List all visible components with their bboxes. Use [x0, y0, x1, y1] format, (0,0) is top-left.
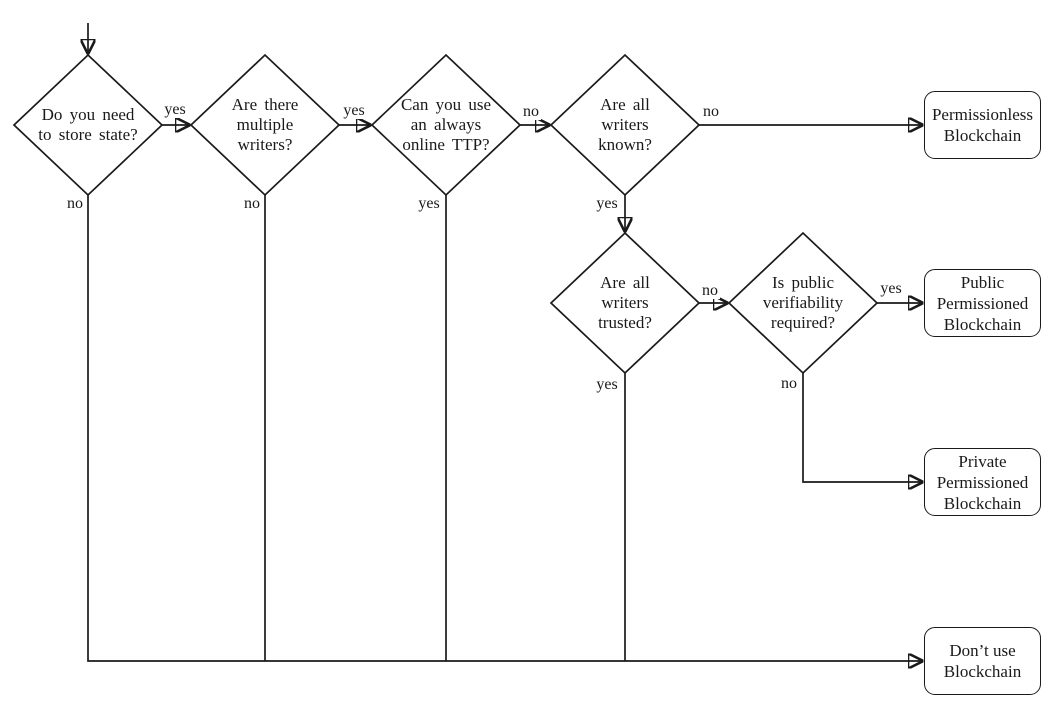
edge-label-public-verifiability-no: no	[779, 375, 799, 392]
edge-label-writers-trusted-yes: yes	[594, 376, 620, 393]
decision-label-online-ttp: Can you use an always online TTP?	[400, 95, 492, 154]
decision-label-multiple-writers: Are there multiple writers?	[231, 95, 299, 154]
decision-diamond-multiple-writers	[189, 53, 341, 197]
edge-label-writers-known-no: no	[701, 103, 721, 120]
decision-label-store-state: Do you need to store state?	[38, 105, 138, 144]
decision-label-public-verifiability: Is public verifiability required?	[762, 273, 844, 332]
decision-diamond-writers-trusted	[549, 231, 701, 375]
edge-label-store-state-yes: yes	[162, 101, 188, 118]
edge-line-store-state-no	[87, 195, 921, 661]
outcome-private-permissioned: Private Permissioned Blockchain	[924, 448, 1041, 516]
edge-line-public-verifiability-no	[802, 373, 921, 482]
decision-diamond-store-state	[12, 53, 164, 197]
outcome-public-permissioned: Public Permissioned Blockchain	[924, 269, 1041, 337]
edge-label-public-verifiability-yes: yes	[878, 280, 904, 297]
edge-label-online-ttp-yes: yes	[416, 195, 442, 212]
edge-label-online-ttp-no: no	[521, 103, 541, 120]
decision-diamond-public-verifiability	[727, 231, 879, 375]
edge-label-multiple-writers-no: no	[242, 195, 262, 212]
decision-label-writers-trusted: Are all writers trusted?	[598, 273, 652, 332]
decision-diamond-online-ttp	[370, 53, 522, 197]
edge-label-writers-known-yes: yes	[594, 195, 620, 212]
edge-label-multiple-writers-yes: yes	[341, 102, 367, 119]
decision-label-writers-known: Are all writers known?	[598, 95, 652, 154]
outcome-permissionless: Permissionless Blockchain	[924, 91, 1041, 159]
decision-diamond-writers-known	[549, 53, 701, 197]
outcome-dont-use: Don’t use Blockchain	[924, 627, 1041, 695]
edge-label-writers-trusted-no: no	[700, 282, 720, 299]
edge-label-store-state-no: no	[65, 195, 85, 212]
